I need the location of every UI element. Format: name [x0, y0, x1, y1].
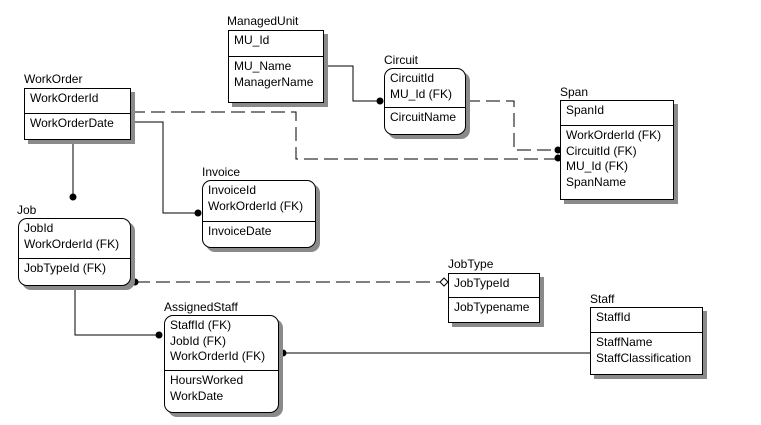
- many-dot-icon: [376, 97, 384, 105]
- many-dot-icon: [279, 349, 287, 357]
- entity-box: StaffId (FK) JobId (FK) WorkOrderId (FK)…: [164, 315, 279, 413]
- key-attribute: StaffId: [596, 310, 631, 324]
- entity-name: Job: [17, 203, 37, 217]
- attribute: InvoiceDate: [208, 224, 272, 238]
- rel-workorder-invoice: [131, 121, 196, 214]
- key-section: InvoiceId WorkOrderId (FK): [203, 181, 315, 222]
- key-attribute: WorkOrderId (FK): [24, 236, 120, 251]
- key-section: WorkOrderId: [25, 89, 130, 114]
- key-attribute: MU_Id (FK): [390, 86, 453, 101]
- rel-managedunit-circuit: [324, 65, 378, 102]
- entity-box: JobTypeId JobTypename: [448, 273, 540, 323]
- entity-name: JobType: [448, 257, 494, 271]
- attribute-section: MU_Name ManagerName: [229, 57, 323, 92]
- attribute: HoursWorked: [170, 373, 244, 387]
- optional-diamond-icon: [439, 277, 449, 287]
- key-section: JobTypeId: [449, 274, 539, 298]
- many-dot-icon: [69, 193, 77, 201]
- key-attribute: JobTypeId: [454, 276, 510, 290]
- attribute: MU_Name: [234, 59, 292, 73]
- attribute: WorkOrderId (FK): [566, 128, 662, 142]
- entity-name: WorkOrder: [24, 72, 83, 86]
- entity-box: WorkOrderId WorkOrderDate: [24, 88, 131, 140]
- key-attribute: WorkOrderId: [30, 91, 99, 105]
- entity-box: JobId WorkOrderId (FK) JobTypeId (FK): [18, 218, 131, 286]
- entity-name: Span: [560, 85, 589, 99]
- attribute: WorkDate: [170, 388, 224, 403]
- attribute: StaffClassification: [596, 350, 692, 365]
- entity-name: AssignedStaff: [164, 300, 238, 314]
- attribute: ManagerName: [234, 74, 314, 89]
- attribute: JobTypeId (FK): [24, 261, 107, 275]
- many-dot-icon: [554, 146, 562, 154]
- rel-job-assignedstaff: [74, 289, 157, 336]
- attribute: StaffName: [596, 335, 653, 349]
- entity-name: Invoice: [202, 165, 241, 179]
- attribute: CircuitId (FK): [566, 143, 637, 158]
- attribute-section: CircuitName: [385, 108, 465, 128]
- attribute-section: WorkOrderDate: [25, 114, 130, 134]
- key-section: JobId WorkOrderId (FK): [19, 219, 130, 259]
- rel-workorder-span: [131, 111, 557, 160]
- key-attribute: StaffId (FK): [170, 318, 232, 332]
- entity-box: MU_Id MU_Name ManagerName: [228, 30, 324, 103]
- key-attribute: CircuitId: [390, 71, 435, 85]
- attribute-section: InvoiceDate: [203, 222, 315, 242]
- key-section: SpanId: [561, 101, 673, 126]
- key-attribute: JobId (FK): [170, 333, 227, 348]
- key-section: StaffId: [591, 308, 702, 333]
- many-dot-icon: [194, 209, 202, 217]
- attribute-section: JobTypename: [449, 298, 539, 318]
- key-attribute: MU_Id: [234, 33, 270, 47]
- entity-name: Circuit: [384, 53, 419, 67]
- attribute-section: HoursWorked WorkDate: [165, 371, 278, 406]
- key-section: MU_Id: [229, 31, 323, 57]
- attribute-section: JobTypeId (FK): [19, 259, 130, 279]
- key-section: CircuitId MU_Id (FK): [385, 69, 465, 108]
- entity-name: ManagedUnit: [227, 14, 299, 28]
- key-section: StaffId (FK) JobId (FK) WorkOrderId (FK): [165, 316, 278, 371]
- many-dot-icon: [155, 331, 163, 339]
- key-attribute: WorkOrderId (FK): [208, 198, 304, 213]
- attribute: CircuitName: [390, 110, 457, 124]
- entity-name: Staff: [590, 292, 615, 306]
- key-attribute: SpanId: [566, 103, 605, 117]
- key-attribute: InvoiceId: [208, 183, 257, 197]
- attribute: SpanName: [566, 174, 627, 189]
- attribute: MU_Id (FK): [566, 159, 629, 173]
- entity-box: CircuitId MU_Id (FK) CircuitName: [384, 68, 466, 135]
- attribute: JobTypename: [454, 300, 530, 314]
- attribute-section: StaffName StaffClassification: [591, 333, 702, 368]
- many-dot-icon: [554, 154, 562, 162]
- key-attribute: WorkOrderId (FK): [170, 349, 266, 363]
- rel-circuit-span: [466, 100, 557, 151]
- entity-box: InvoiceId WorkOrderId (FK) InvoiceDate: [202, 180, 316, 248]
- entity-box: StaffId StaffName StaffClassification: [590, 307, 703, 375]
- many-dot-icon: [131, 278, 139, 286]
- attribute: WorkOrderDate: [30, 116, 114, 130]
- attribute-section: WorkOrderId (FK) CircuitId (FK) MU_Id (F…: [561, 126, 673, 192]
- entity-box: SpanId WorkOrderId (FK) CircuitId (FK) M…: [560, 100, 674, 200]
- key-attribute: JobId: [24, 221, 54, 235]
